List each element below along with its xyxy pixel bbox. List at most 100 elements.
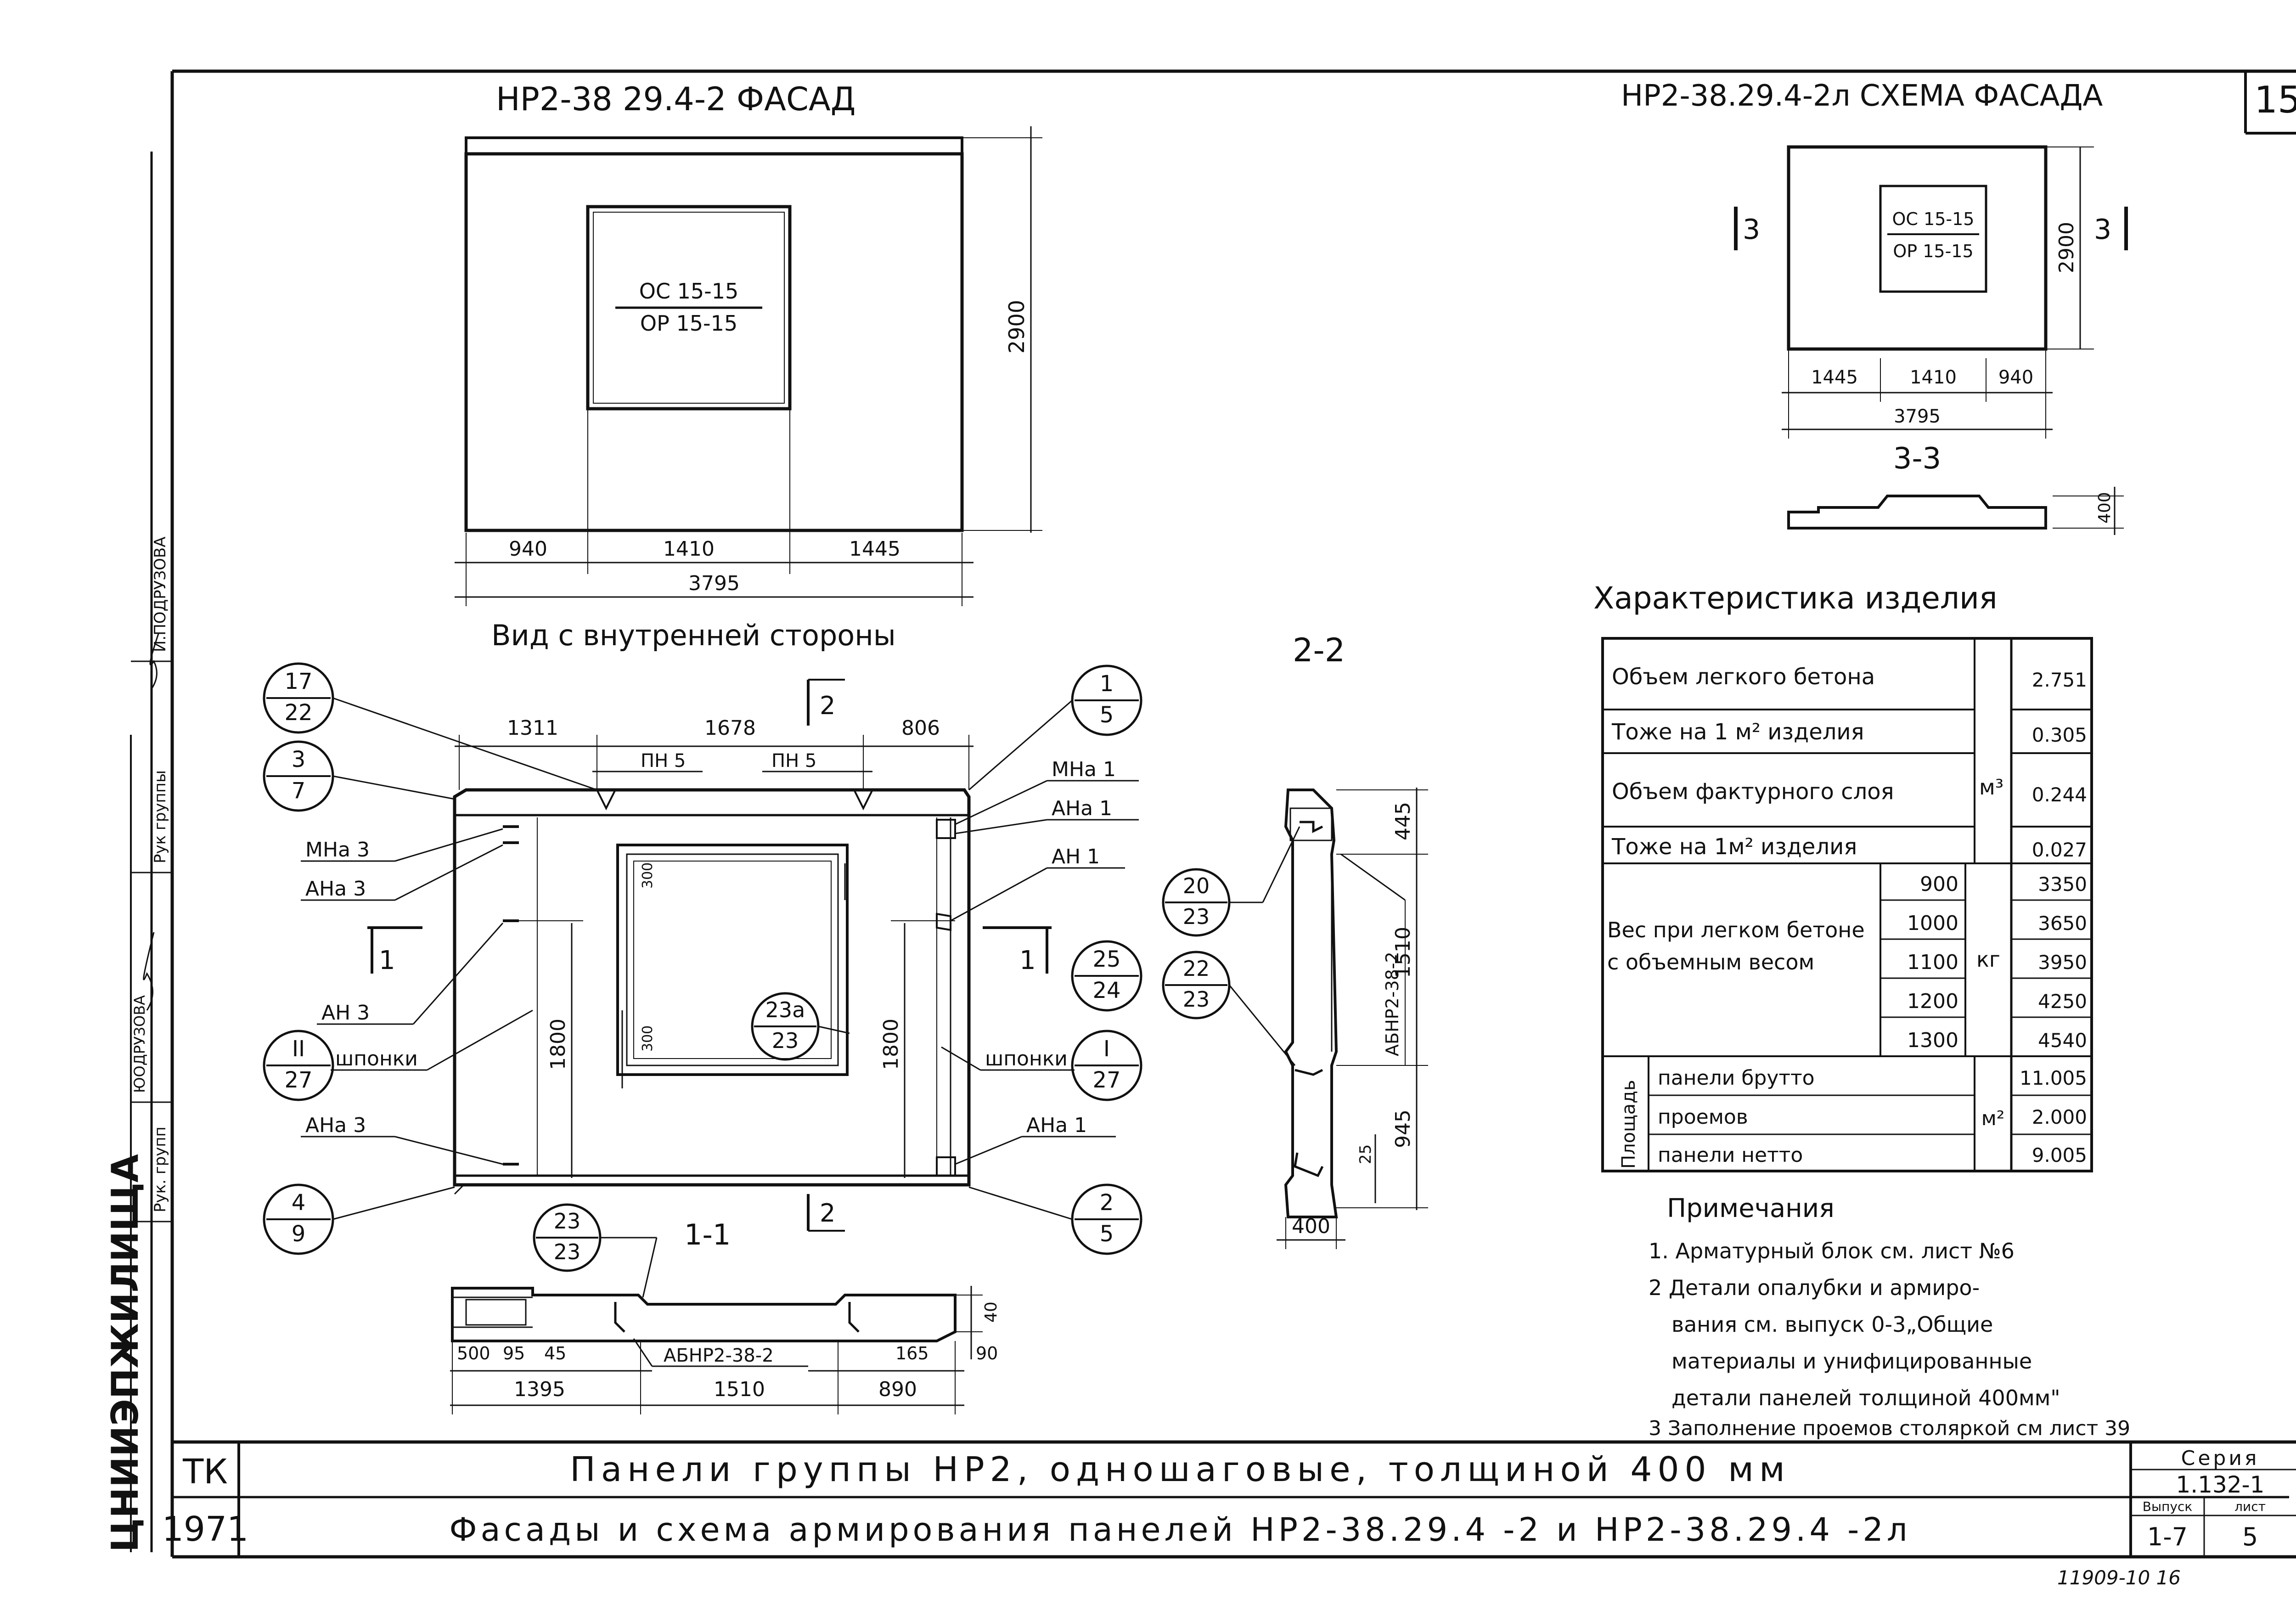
section-mark-1-right: 1 [1019, 946, 1036, 975]
section-2-2-width: 400 [1292, 1215, 1330, 1238]
scheme-section-height: 400 [2095, 492, 2114, 524]
bubble-23a-23: 23а 23 [751, 992, 850, 1061]
char-row-1-label: Объем легкого бетона [1612, 664, 1875, 690]
bubble-25-24-top: 25 [1092, 946, 1120, 972]
bubble-25-24: 25 24 [1071, 940, 1142, 1012]
char-row-4-value: 0.027 [2032, 839, 2087, 861]
inner-dim-1800-right: 1800 [879, 1019, 903, 1070]
bubble-20-23: 20 23 [1162, 826, 1300, 937]
weight-density-2: 1000 [1907, 912, 1958, 935]
area-row-3-label: панели нетто [1658, 1143, 1803, 1167]
bubble-3-7: 3 7 [263, 740, 455, 812]
bubble-1-5: 1 5 [968, 665, 1142, 791]
weight-label: Вес при легком бетоне с объемным весом [1607, 918, 1865, 974]
note-line-4: материалы и унифицированные [1671, 1349, 2032, 1374]
note-line-5: детали панелей толщиной 400мм" [1671, 1386, 2060, 1410]
bubble-23a-bottom: 23 [772, 1028, 799, 1053]
section-1-1-dim-1510: 1510 [714, 1378, 765, 1401]
page-number: 15 [2254, 79, 2296, 121]
scheme-section-mark-right: 3 [2094, 214, 2111, 246]
facade-scheme: НР2-38.29.4-2л СХЕМА ФАСАДА ОС 15-15 ОР … [1621, 79, 2128, 535]
section-mark-1-left: 1 [379, 946, 395, 975]
section-1-1-dim-45: 45 [544, 1343, 566, 1363]
area-row-1-value: 11.005 [2020, 1067, 2087, 1089]
bubble-4-9: 4 9 [263, 1183, 455, 1255]
characteristics-table: Характеристика изделия Объем легкого бет… [1593, 580, 2093, 1172]
facade-dim-2: 1410 [663, 537, 715, 561]
title-line-1: Панели группы НР2, одношаговые, толщиной… [570, 1450, 1790, 1489]
facade-height: 2900 [1004, 300, 1029, 354]
series-value: 1.132-1 [2176, 1471, 2265, 1498]
left-label-shponki: шпонки [335, 1047, 418, 1070]
section-2-2-block-label: АБНР2-38-2 [1382, 952, 1402, 1056]
scheme-panel [1787, 145, 2048, 351]
bubble-3-7-top: 3 [292, 747, 306, 772]
right-label-an1: АН 1 [1052, 845, 1100, 868]
sheet-value: 5 [2242, 1522, 2258, 1551]
section-1-1-dim-90: 90 [976, 1343, 998, 1363]
section-mark-2-bottom: 2 [820, 1199, 835, 1228]
right-label-mna1: МНа 1 [1052, 758, 1116, 781]
section-2-2-dim-25: 25 [1356, 1144, 1375, 1164]
facade-window [586, 205, 792, 411]
area-row-3-value: 9.005 [2032, 1144, 2087, 1166]
bubble-25-24-bottom: 24 [1092, 978, 1120, 1003]
issue-value: 1-7 [2147, 1522, 2188, 1551]
weight-value-5: 4540 [2038, 1029, 2087, 1052]
section-2-2: 2-2 445 1510 945 25 АБНР2-38-2 400 20 23 [1162, 631, 1428, 1249]
bubble-1-5-bottom: 5 [1100, 702, 1114, 728]
pn-right-label: ПН 5 [771, 750, 816, 772]
sheet-label: лист [2234, 1499, 2266, 1514]
signature-scribble-1 [149, 633, 159, 689]
stamp-role-2: Рук группы [151, 770, 169, 863]
char-row-3-label: Объем фактурного слоя [1612, 779, 1894, 805]
characteristics-title: Характеристика изделия [1593, 580, 1998, 616]
inner-top-dim-3: 806 [901, 716, 940, 740]
bubble-II-27-top: II [292, 1036, 305, 1062]
bubble-3-7-bottom: 7 [292, 778, 306, 804]
section-1-1-profile [451, 1287, 957, 1342]
inner-view: Вид с внутренней стороны 2 1311 1678 806… [263, 619, 1142, 1255]
bubble-4-9-top: 4 [292, 1190, 306, 1216]
bubble-I-27-bottom: 27 [1092, 1067, 1120, 1093]
inner-top-dim-2: 1678 [704, 716, 756, 740]
inner-dim-1800-left: 1800 [546, 1019, 570, 1070]
scheme-title: НР2-38.29.4-2л СХЕМА ФАСАДА [1621, 79, 2103, 113]
section-mark-2-top: 2 [820, 691, 835, 720]
inner-window [616, 844, 849, 1076]
issue-label: Выпуск [2143, 1499, 2193, 1514]
area-label: Площадь [1618, 1080, 1639, 1169]
section-2-2-dim-945: 945 [1391, 1110, 1415, 1148]
bubble-22-23-top: 22 [1183, 956, 1210, 981]
stamp-signature: ЮОДРУЗОВА [131, 995, 148, 1093]
section-1-1-dim-890: 890 [878, 1378, 917, 1401]
bubble-II-27: II 27 [263, 1030, 334, 1101]
note-line-6: 3 Заполнение проемов столяркой см лист 3… [1649, 1417, 2130, 1440]
title-block: ТК 1971 Панели группы НР2, одношаговые, … [162, 1442, 2296, 1557]
weight-value-4: 4250 [2038, 990, 2087, 1013]
bubble-17-22: 17 22 [263, 662, 597, 791]
bubble-17-22-bottom: 22 [284, 700, 312, 726]
facade-total: 3795 [688, 572, 740, 595]
facade-dim-3: 1445 [849, 537, 900, 561]
section-1-1: 1-1 23 23 АБНР2-38-2 500 95 45 165 1395 … [450, 1203, 1001, 1414]
unit-m3: м³ [1979, 775, 2003, 800]
facade-window-bottom: ОР 15-15 [640, 311, 737, 336]
section-1-1-dim-165: 165 [895, 1343, 929, 1363]
title-line-2: Фасады и схема армирования панелей НР2-3… [449, 1511, 1911, 1549]
section-1-1-block-label: АБНР2-38-2 [664, 1345, 774, 1366]
title-year: 1971 [162, 1510, 248, 1549]
title-code: ТК [182, 1452, 228, 1492]
bubble-23-23: 23 23 [533, 1203, 658, 1298]
inner-view-title: Вид с внутренней стороны [491, 619, 896, 652]
bubble-4-9-bottom: 9 [292, 1221, 306, 1247]
inner-top-dim-1: 1311 [507, 716, 558, 740]
note-line-3: вания см. выпуск 0-3„Общие [1671, 1312, 1993, 1337]
char-row-2-label: Тоже на 1 м² изделия [1611, 719, 1864, 745]
bubble-1-5-top: 1 [1100, 671, 1114, 697]
weight-value-1: 3350 [2038, 873, 2087, 896]
char-row-4-label: Тоже на 1м² изделия [1611, 834, 1857, 860]
bubble-2-5-top: 2 [1100, 1190, 1114, 1216]
series-label: Серия [2181, 1447, 2260, 1470]
